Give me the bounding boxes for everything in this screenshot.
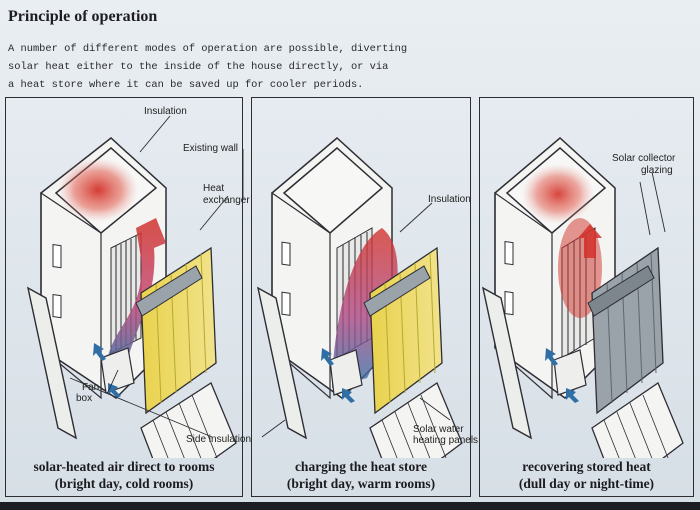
warm-air-arrow (578, 224, 602, 258)
fan-box (329, 349, 363, 396)
cool-air-arrow (93, 343, 106, 361)
label-heat-exchanger-line1: Heat (203, 183, 225, 194)
label-solar-water-line1: Solar water (413, 424, 464, 435)
house-diagram (26, 137, 237, 458)
house-diagram (256, 137, 463, 458)
label-insulation-store: Insulation (428, 194, 471, 205)
panel-recovering-heat: recovering stored heat (dull day or nigh… (479, 97, 694, 497)
caption-line: charging the heat store (294, 459, 428, 474)
intro-text: A number of different modes of operation… (8, 40, 478, 94)
panel-charging-store: charging the heat store (bright day, war… (251, 97, 471, 497)
side-insulation-slab (481, 286, 533, 440)
label-heat-exchanger-line2: exchanger (203, 195, 250, 206)
panel-caption: charging the heat store (bright day, war… (252, 458, 470, 492)
label-solar-water-line2: heating panels (413, 435, 479, 446)
house-diagram (481, 137, 684, 458)
intro-line: a heat store where it can be saved up fo… (8, 79, 364, 91)
intro-line: solar heat either to the inside of the h… (8, 61, 389, 73)
side-insulation-slab (26, 286, 78, 440)
label-fan-box-line1: Fan (82, 382, 100, 393)
panel-direct-heating: solar-heated air direct to rooms (bright… (5, 97, 243, 497)
label-solar-collector-line2: glazing (641, 165, 673, 176)
air-flow-loop (332, 228, 398, 388)
intro-line: A number of different modes of operation… (8, 43, 408, 55)
heat-glow (58, 158, 138, 222)
window (52, 294, 62, 319)
label-existing-wall: Existing wall (183, 143, 239, 154)
panel-caption: solar-heated air direct to rooms (bright… (6, 458, 242, 492)
air-flow-arrow (106, 218, 166, 373)
label-solar-collector-line1: Solar collector (612, 153, 676, 164)
caption-line: recovering stored heat (522, 459, 651, 474)
caption-line: (bright day, cold rooms) (54, 476, 194, 491)
panel-caption: recovering stored heat (dull day or nigh… (480, 458, 693, 492)
label-insulation: Insulation (144, 106, 187, 117)
window (52, 244, 62, 269)
page-title: Principle of operation (8, 8, 158, 25)
caption-line: solar-heated air direct to rooms (33, 459, 215, 474)
label-side-insulation: Side insulation (186, 434, 252, 445)
fan-box (553, 349, 587, 396)
caption-line: (dull day or night-time) (518, 476, 655, 491)
side-insulation-slab (256, 286, 308, 440)
caption-line: (bright day, warm rooms) (286, 476, 436, 491)
label-fan-box-line2: box (76, 393, 93, 404)
